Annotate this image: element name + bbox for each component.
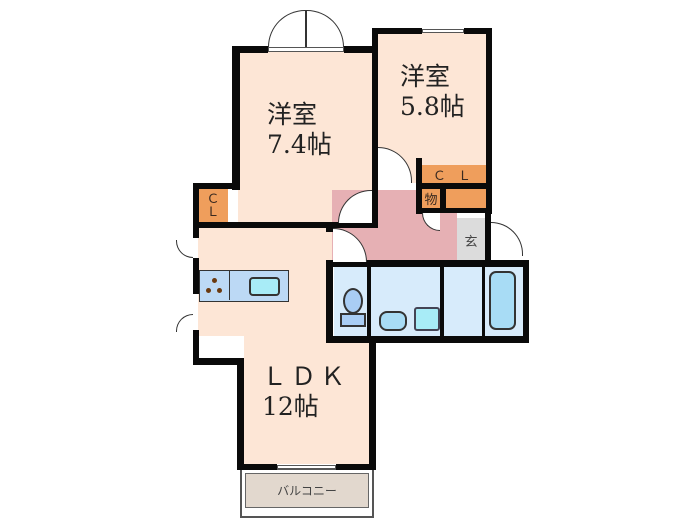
wall	[193, 258, 199, 294]
wall	[193, 183, 199, 238]
ldk-floor-lower	[244, 336, 369, 464]
wall	[372, 28, 378, 224]
wall	[486, 28, 492, 214]
entrance-label: 玄	[464, 234, 478, 250]
door-entrance[interactable]	[491, 222, 523, 256]
washing-machine-icon	[414, 307, 440, 331]
wall	[367, 267, 371, 337]
wall	[193, 358, 243, 365]
door-room-1-balcony-left[interactable]	[268, 10, 306, 47]
wall	[193, 330, 199, 365]
wall	[440, 189, 446, 209]
wall	[523, 260, 529, 343]
door-room-1-balcony-right[interactable]	[306, 10, 344, 47]
wall	[372, 28, 422, 34]
balcony-sash	[277, 465, 336, 469]
storage-closet: 物	[422, 189, 440, 208]
balcony-label: バルコニー	[277, 484, 337, 498]
closet-right: Ｃ Ｌ	[422, 165, 486, 184]
wall	[237, 358, 244, 470]
wall	[416, 208, 492, 213]
toilet-tank-icon	[340, 313, 366, 327]
kitchen-counter	[199, 270, 289, 302]
door-ldk-side-1[interactable]	[176, 240, 193, 258]
window-room-2	[422, 29, 464, 33]
washbasin-icon	[379, 311, 407, 331]
wall	[193, 183, 238, 189]
ldk-label: ＬＤＫ 12帖	[262, 362, 350, 421]
bathtub-icon	[489, 271, 516, 330]
wall	[326, 222, 333, 232]
wall	[440, 267, 444, 337]
toilet-icon	[343, 288, 363, 314]
wall	[485, 213, 491, 263]
wall	[232, 46, 240, 190]
sink-icon	[249, 277, 280, 296]
wall	[416, 183, 492, 189]
wall	[326, 260, 333, 343]
wall	[369, 336, 376, 470]
wall	[482, 267, 485, 337]
western-room-1-label: 洋室 7.4帖	[267, 100, 332, 159]
wall	[344, 46, 377, 53]
wall	[232, 46, 268, 53]
window-room-1	[268, 47, 344, 52]
wall	[193, 222, 378, 228]
western-room-2-label: 洋室 5.8帖	[400, 62, 465, 121]
storage-closet-2	[446, 189, 486, 208]
wall	[336, 464, 376, 470]
door-ldk-side-2[interactable]	[176, 314, 193, 332]
wall	[326, 260, 529, 267]
stove-icon	[200, 271, 230, 300]
wall	[326, 336, 529, 343]
wall	[237, 464, 277, 470]
closet-left: Ｃ Ｌ	[198, 189, 228, 222]
balcony: バルコニー	[240, 468, 374, 518]
entrance-floor: 玄	[457, 218, 485, 262]
wall	[464, 28, 492, 34]
